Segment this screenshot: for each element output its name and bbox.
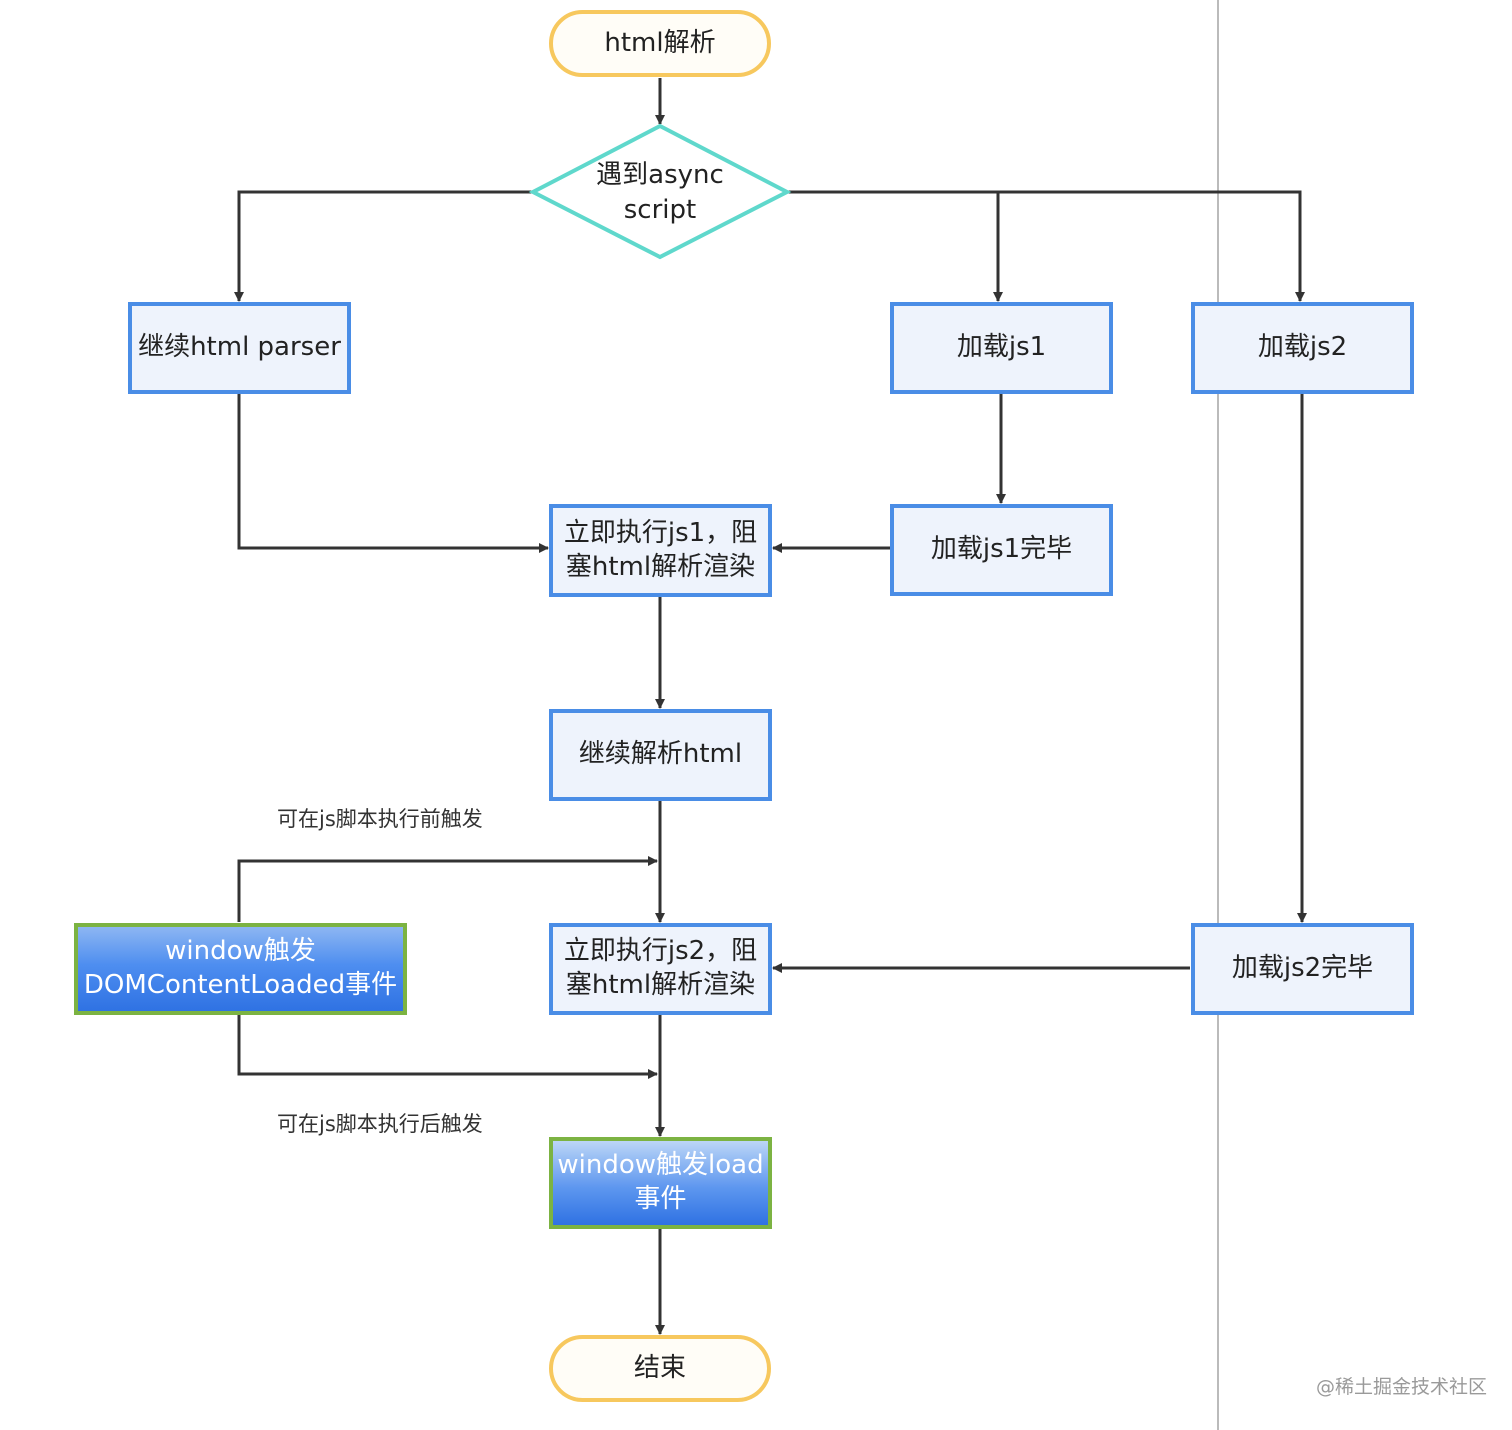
exec-js1-line-1: 立即执行js1，阻 [563, 517, 758, 548]
js2-loaded-label: 加载js2完毕 [1231, 953, 1374, 984]
exec-js2-line-2: 塞html解析渲染 [565, 970, 756, 1000]
start-node: html解析 [549, 10, 771, 77]
edge-continue-parser-to-exec-js1 [237, 393, 549, 553]
js2-loaded-node: 加载js2完毕 [1191, 923, 1414, 1015]
dom-event-line-2: DOMContentLoaded事件 [83, 970, 398, 1000]
load-js1-label: 加载js1 [956, 332, 1047, 363]
decision-diamond [528, 123, 792, 260]
load-js2-label: 加载js2 [1257, 332, 1348, 363]
edge-dom-event-before [237, 856, 658, 922]
dom-content-loaded-node: window触发 DOMContentLoaded事件 [74, 923, 407, 1015]
continue-parser-label: 继续html parser [138, 332, 341, 363]
before-execution-label: 可在js脚本执行前触发 [277, 807, 483, 831]
load-event-line-1: window触发load [557, 1150, 764, 1181]
load-js2-node: 加载js2 [1191, 302, 1414, 394]
edge-decision-to-load-js2 [998, 190, 1305, 302]
exec-js2-node: 立即执行js2，阻 塞html解析渲染 [549, 923, 772, 1015]
end-node-label: 结束 [633, 1352, 686, 1383]
watermark: @稀土掘金技术社区 [1316, 1376, 1488, 1398]
js1-loaded-node: 加载js1完毕 [890, 504, 1113, 596]
window-load-event-node: window触发load 事件 [549, 1137, 772, 1229]
load-event-line-2: 事件 [634, 1184, 687, 1214]
continue-parse-html-label: 继续解析html [578, 739, 743, 770]
exec-js2-line-1: 立即执行js2，阻 [563, 936, 758, 967]
edge-decision-to-continue-parser [234, 190, 535, 302]
continue-parse-html-node: 继续解析html [549, 709, 772, 801]
start-node-label: html解析 [604, 27, 716, 58]
continue-parser-node: 继续html parser [128, 302, 351, 394]
edge-dom-event-after [237, 1015, 658, 1079]
js1-loaded-label: 加载js1完毕 [930, 534, 1073, 565]
decision-line-2: script [623, 194, 697, 225]
decision-node-label: 遇到async script [560, 150, 760, 235]
exec-js1-line-2: 塞html解析渲染 [565, 551, 756, 582]
exec-js1-node: 立即执行js1，阻 塞html解析渲染 [549, 504, 772, 597]
dom-event-line-1: window触发 [165, 936, 316, 967]
load-js1-node: 加载js1 [890, 302, 1113, 394]
after-execution-label: 可在js脚本执行后触发 [277, 1112, 483, 1136]
decision-line-1: 遇到async [596, 160, 724, 191]
end-node: 结束 [549, 1335, 771, 1402]
edge-decision-to-load-js1 [785, 190, 1003, 302]
